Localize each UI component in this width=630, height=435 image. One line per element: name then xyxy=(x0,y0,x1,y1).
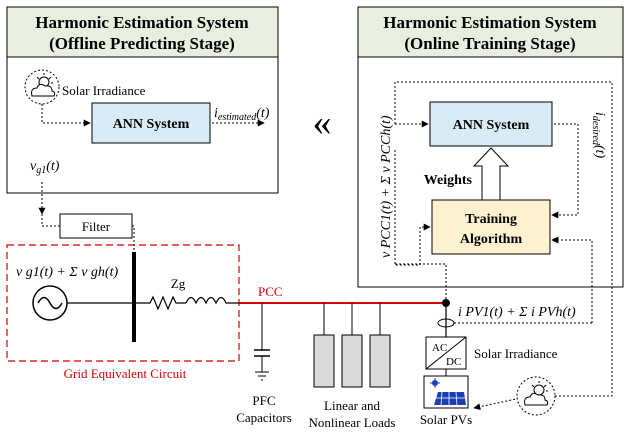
online-ann-box xyxy=(429,101,553,147)
online-ann-label: ANN System xyxy=(453,118,530,133)
pv-solar-label: Solar Irradiance xyxy=(474,346,558,361)
loads-section: PFC Capacitors Linear and Nonlinear Load… xyxy=(236,303,396,430)
weights-arrow xyxy=(472,147,510,201)
solar-irradiance-icon-right xyxy=(516,376,556,416)
desired-current-label: idesired(t) xyxy=(590,112,607,159)
capacitor-icon xyxy=(254,349,270,357)
offline-panel: Harmonic Estimation System (Offline Pred… xyxy=(6,6,279,194)
source-voltage-label: v g1(t) + Σ v gh(t) xyxy=(16,265,118,280)
grid-voltage-label: vg1(t) xyxy=(30,159,60,176)
filter-label: Filter xyxy=(82,219,111,234)
solar-pv-label: Solar PVs xyxy=(420,412,472,427)
offline-title-line1: Harmonic Estimation System xyxy=(35,13,248,32)
offline-solar-label: Solar Irradiance xyxy=(62,83,146,98)
pfc-label-line2: Capacitors xyxy=(236,410,292,425)
pv-current-label: i PV1(t) + Σ i PVh(t) xyxy=(458,305,576,320)
online-panel: Harmonic Estimation System (Online Train… xyxy=(357,6,624,323)
loads-label-line2: Nonlinear Loads xyxy=(308,415,395,430)
offline-title-line2: (Offline Predicting Stage) xyxy=(49,34,235,53)
load-box xyxy=(369,334,391,388)
bus-bar xyxy=(132,252,136,342)
online-title-line1: Harmonic Estimation System xyxy=(383,13,596,32)
inductor-icon xyxy=(185,296,240,305)
transfer-symbol: « xyxy=(313,102,332,144)
training-label-line2: Algorithm xyxy=(460,232,523,247)
filter-box xyxy=(59,213,133,239)
pcc-label: PCC xyxy=(258,284,283,299)
resistor-icon xyxy=(136,295,186,311)
pfc-label-line1: PFC xyxy=(252,393,275,408)
inverter-dc-label: DC xyxy=(446,356,461,368)
grid-section: Filter Grid Equivalent Circuit v g1(t) +… xyxy=(6,182,446,381)
grid-equivalent-label: Grid Equivalent Circuit xyxy=(64,366,187,381)
load-box xyxy=(341,334,363,388)
estimated-current-label: iestimated(t) xyxy=(214,106,270,123)
training-algorithm-box xyxy=(431,199,551,255)
inverter-ac-label: AC xyxy=(432,342,447,354)
online-title-line2: (Online Training Stage) xyxy=(404,34,575,53)
loads-label-line1: Linear and xyxy=(324,398,380,413)
offline-ann-box xyxy=(91,102,211,144)
online-panel-header xyxy=(357,6,624,58)
offline-ann-label: ANN System xyxy=(113,117,190,132)
pcc-voltage-label: v PCC1(t) + Σ v PCCh(t) xyxy=(379,115,394,258)
training-label-line1: Training xyxy=(465,212,517,227)
weights-label: Weights xyxy=(424,173,473,188)
offline-panel-header xyxy=(6,6,279,58)
solar-irradiance-icon xyxy=(24,69,60,105)
solar-panel-icon xyxy=(430,378,466,406)
load-box xyxy=(313,334,335,388)
impedance-label: Zg xyxy=(171,276,186,291)
pv-section: i PV1(t) + Σ i PVh(t) AC DC Solar Irradi… xyxy=(395,82,613,427)
